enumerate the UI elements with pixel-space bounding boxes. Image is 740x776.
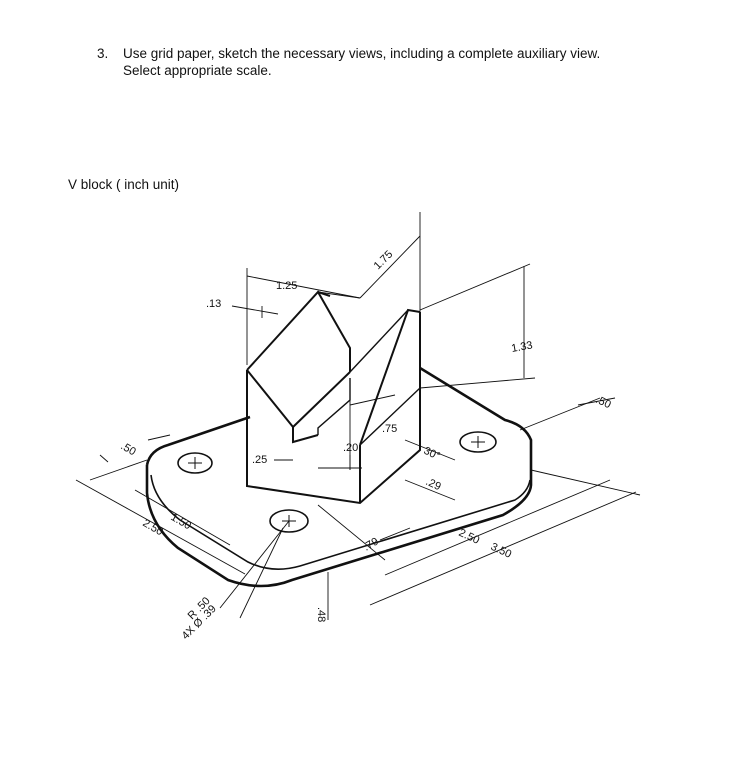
dim-2-50-right: 2.50 <box>457 527 481 547</box>
question-number: 3. <box>97 46 109 61</box>
dim-25: .25 <box>252 454 267 466</box>
hole-right <box>459 431 497 453</box>
figure-title: V block ( inch unit) <box>68 177 180 192</box>
dim-13: .13 <box>206 298 221 310</box>
base-plate <box>145 366 533 588</box>
dim-1-50: 1.50 <box>169 511 194 532</box>
dimension-lines <box>75 212 641 620</box>
hole-left <box>177 452 213 474</box>
dim-50-right: .50 <box>594 394 613 411</box>
question-text-line-1: Use grid paper, sketch the necessary vie… <box>123 46 601 61</box>
dim-1-75: 1.75 <box>372 248 396 272</box>
question-text-line-2: Select appropriate scale. <box>123 63 272 78</box>
dimension-labels: 1.75 1.25 .13 1.33 .50 .75 .20 .25 30° .… <box>119 248 613 642</box>
dim-48: .48 <box>315 607 327 622</box>
dim-3-50: 3.50 <box>489 541 513 561</box>
dim-50-left: .50 <box>119 440 138 458</box>
dim-30-deg: 30° <box>422 445 442 463</box>
dim-2-50-left: 2.50 <box>141 517 166 538</box>
v-block-upright <box>246 290 421 505</box>
dim-29: .29 <box>424 476 443 493</box>
dim-1-25: 1.25 <box>276 280 297 292</box>
dim-20: .20 <box>343 442 358 454</box>
dim-79: .79 <box>362 536 381 554</box>
dim-75: .75 <box>382 423 397 435</box>
dim-1-33: 1.33 <box>510 339 533 355</box>
